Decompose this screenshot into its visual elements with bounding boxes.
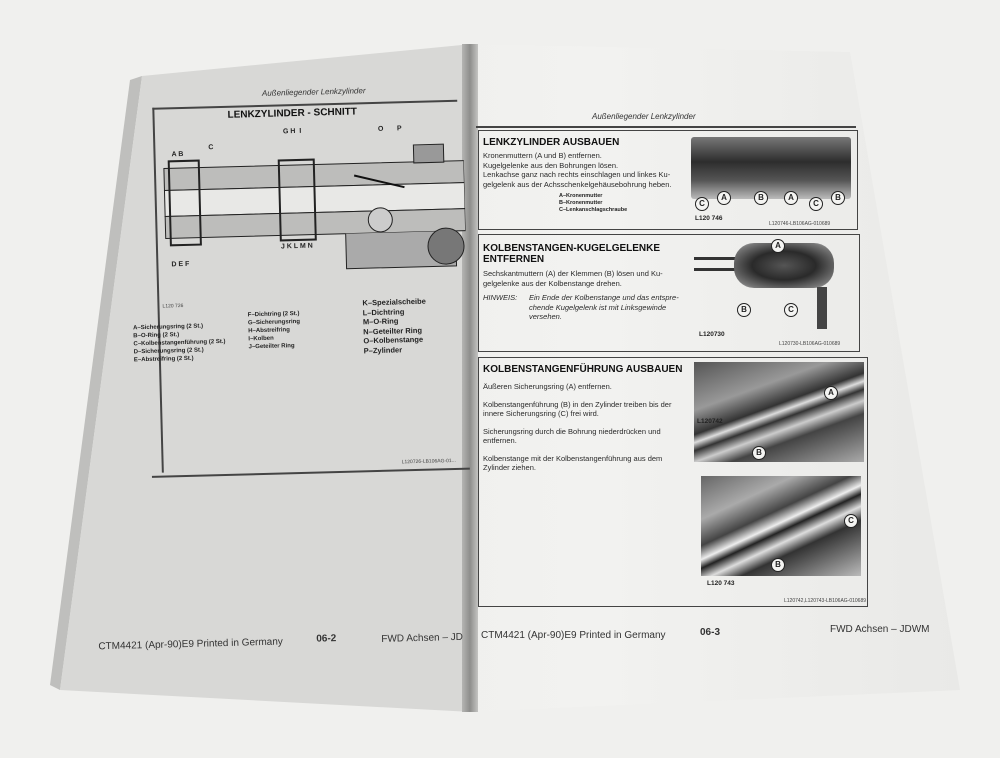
- label-c: C: [208, 144, 214, 152]
- section-text: Kronenmuttern (A und B) entfernen.Kugelg…: [483, 151, 672, 189]
- right-page-header: Außenliegender Lenkzylinder: [592, 112, 696, 121]
- figure-id: L120 743: [707, 580, 735, 587]
- ball-joint: [367, 207, 393, 233]
- callout-b: B: [754, 191, 768, 205]
- section-lenkzylinder-ausbauen: LENKZYLINDER AUSBAUEN Kronenmuttern (A u…: [478, 130, 858, 230]
- footer-doc-id: CTM4421 (Apr-90)E9 Printed in Germany: [481, 630, 666, 641]
- section-title: LENKZYLINDER AUSBAUEN: [483, 137, 620, 148]
- callout-a: A: [784, 191, 798, 205]
- left-page-header: Außenliegender Lenkzylinder: [261, 86, 366, 98]
- section-kolbenstangenfuehrung-ausbauen: KOLBENSTANGENFÜHRUNG AUSBAUEN Äußeren Si…: [478, 357, 868, 607]
- section-title: KOLBENSTANGENFÜHRUNG AUSBAUEN: [483, 364, 683, 375]
- piston: [277, 158, 317, 242]
- rod-guide-photo-1: [694, 362, 864, 462]
- callout-c: C: [844, 514, 858, 528]
- figure-code: L120730-LB106AG-010689: [779, 341, 841, 347]
- frame-bottom: [151, 467, 470, 478]
- fitting: [412, 143, 445, 164]
- label-j-n: J K L M N: [280, 242, 313, 251]
- footer-section: FWD Achsen – JDWM: [830, 624, 930, 635]
- figure-id: L120 746: [695, 215, 723, 222]
- ball-joint-photo: [734, 243, 834, 288]
- figure-code: L120726-LB106AG-01...: [401, 457, 456, 466]
- figure-code: L120746-LB106AG-010689: [769, 221, 831, 227]
- callout-a: A: [717, 191, 731, 205]
- label-d-e-f: D E F: [171, 260, 190, 269]
- figure-id: L120742: [697, 418, 723, 425]
- callout-a: A: [824, 386, 838, 400]
- figure-id: L120730: [699, 331, 725, 338]
- section-kugelgelenke-entfernen: KOLBENSTANGEN-KUGELGELENKE ENTFERNEN Sec…: [478, 234, 860, 352]
- section-text: Äußeren Sicherungsring (A) entfernen. Ko…: [483, 382, 672, 472]
- rod-photo: [694, 257, 744, 271]
- callout-a: A: [771, 239, 785, 253]
- callout-b: B: [752, 446, 766, 460]
- footer-doc-id: CTM4421 (Apr-90)E9 Printed in Germany: [98, 636, 284, 653]
- callout-b: B: [831, 191, 845, 205]
- page-number: 06-3: [700, 627, 721, 638]
- ball-joint-stud: [817, 287, 827, 329]
- section-title: KOLBENSTANGEN-KUGELGELENKE ENTFERNEN: [483, 243, 661, 265]
- label-g-h-i: G H I: [282, 127, 302, 136]
- arrow: [353, 174, 405, 189]
- cylinder-section-diagram: [163, 143, 467, 270]
- legend-col-1: A–Sicherungsring (2 St.)B–O-Ring (2 St.)…: [132, 323, 226, 364]
- diagram-title: LENKZYLINDER - SCHNITT: [227, 106, 358, 121]
- label-o-p: O P: [377, 125, 402, 133]
- callout-b: B: [771, 558, 785, 572]
- rod-guide: [167, 159, 202, 247]
- note-label: HINWEIS:: [483, 293, 518, 302]
- page-number: 06-2: [316, 633, 337, 645]
- callout-c: C: [695, 197, 709, 211]
- footer-section: FWD Achsen – JD: [381, 631, 464, 645]
- section-text: Sechskantmuttern (A) der Klemmen (B) lös…: [483, 269, 663, 288]
- note: HINWEIS: Ein Ende der Kolbenstange und d…: [483, 293, 679, 321]
- eye-joint: [427, 227, 465, 265]
- callout-c: C: [784, 303, 798, 317]
- axle-photo: [691, 137, 851, 199]
- figure-id: L120 726: [162, 303, 184, 310]
- header-rule: [476, 126, 856, 128]
- figure-code: L120742,L120743-LB106AG-010689: [784, 598, 867, 604]
- label-a-b: A B: [171, 150, 184, 159]
- book-spine: [462, 44, 478, 712]
- callout-b: B: [737, 303, 751, 317]
- callout-c: C: [809, 197, 823, 211]
